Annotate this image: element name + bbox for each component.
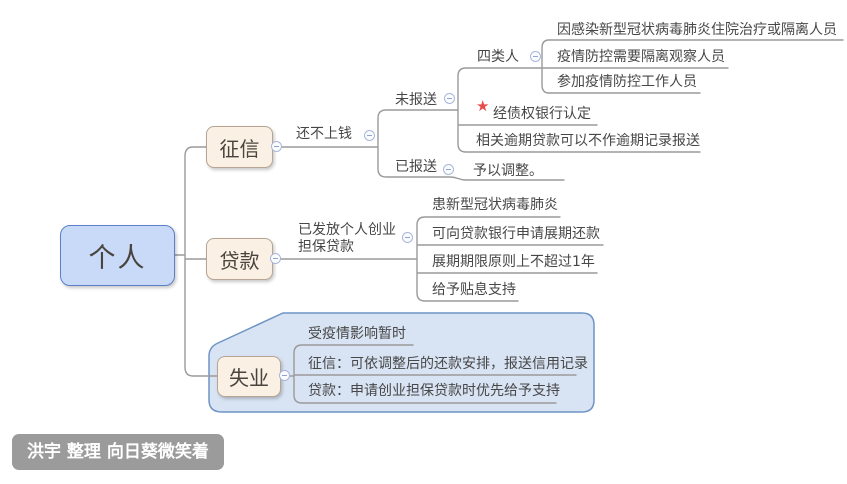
collapse-icon-cannot-repay[interactable] bbox=[364, 130, 375, 141]
root-topic[interactable]: 个人 bbox=[60, 225, 175, 286]
topic-adjustment[interactable]: 予以调整。 bbox=[473, 163, 543, 179]
branch-topic-unemployment[interactable]: 失业 bbox=[217, 356, 281, 397]
red-star-icon: ★ bbox=[476, 97, 490, 115]
collapse-icon-already-reported[interactable] bbox=[443, 164, 454, 175]
topic-epidemic-workers[interactable]: 参加疫情防控工作人员 bbox=[557, 74, 697, 90]
topic-not-reported[interactable]: 未报送 bbox=[395, 92, 437, 108]
branch-wires bbox=[174, 39, 844, 404]
collapse-icon-loan[interactable] bbox=[270, 253, 281, 264]
topic-startup-guarantee-loan[interactable]: 已发放个人创业担保贷款 bbox=[298, 222, 396, 255]
topic-four-groups[interactable]: 四类人 bbox=[477, 49, 519, 65]
topic-already-reported[interactable]: 已报送 bbox=[395, 159, 437, 175]
topic-interest-subsidy[interactable]: 给予贴息支持 bbox=[432, 282, 516, 298]
collapse-icon-unemployment[interactable] bbox=[279, 370, 290, 381]
unemployment-boundary bbox=[208, 312, 595, 413]
topic-hospitalized-or-isolated[interactable]: 因感染新型冠状病毒肺炎住院治疗或隔离人员 bbox=[557, 22, 837, 38]
collapse-icon-guarantee-loan[interactable] bbox=[402, 232, 413, 243]
collapse-icon-not-reported[interactable] bbox=[444, 93, 455, 104]
collapse-icon-credit[interactable] bbox=[271, 141, 282, 152]
topic-apply-extension[interactable]: 可向贷款银行申请展期还款 bbox=[432, 226, 600, 242]
topic-extension-limit[interactable]: 展期期限原则上不超过1年 bbox=[432, 254, 595, 270]
topic-loan-priority-note[interactable]: 贷款：申请创业担保贷款时优先给予支持 bbox=[308, 383, 560, 399]
collapse-icon-four-groups[interactable] bbox=[530, 51, 541, 62]
topic-temporarily-affected[interactable]: 受疫情影响暂时 bbox=[308, 326, 406, 342]
topic-bank-recognition[interactable]: 经债权银行认定 bbox=[493, 106, 591, 122]
branch-topic-loan[interactable]: 贷款 bbox=[206, 238, 273, 280]
topic-cannot-repay[interactable]: 还不上钱 bbox=[296, 126, 352, 142]
topic-infected-covid[interactable]: 患新型冠状病毒肺炎 bbox=[432, 197, 558, 213]
topic-overdue-not-reported[interactable]: 相关逾期贷款可以不作逾期记录报送 bbox=[476, 133, 700, 149]
topic-quarantine-observation[interactable]: 疫情防控需要隔离观察人员 bbox=[557, 49, 725, 65]
watermark-badge: 洪宇 整理 向日葵微笑着 bbox=[12, 434, 224, 470]
topic-credit-record-note[interactable]: 征信：可依调整后的还款安排，报送信用记录 bbox=[308, 356, 588, 372]
branch-topic-credit[interactable]: 征信 bbox=[206, 126, 273, 168]
